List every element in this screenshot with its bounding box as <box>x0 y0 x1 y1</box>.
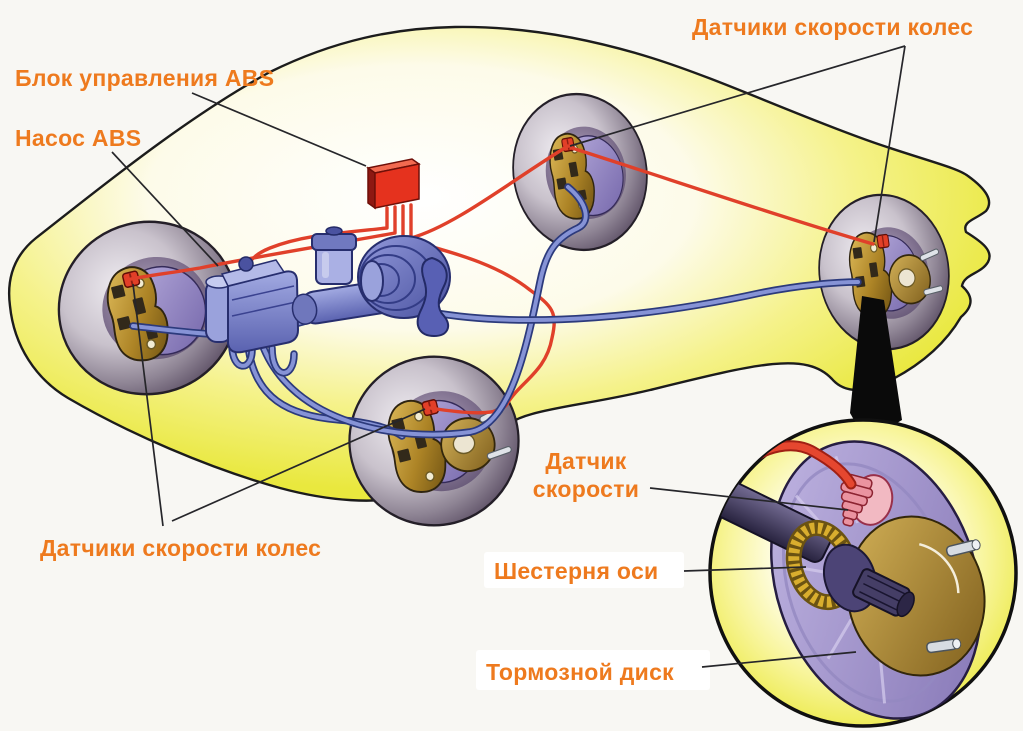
inset-wheel-stud <box>926 638 962 654</box>
leader-pump <box>111 151 219 267</box>
label-box-gear <box>484 552 684 588</box>
leader-inset-gear <box>683 566 807 572</box>
leader-inset-disc <box>701 651 857 668</box>
label-inset-sensor-line2: скорости <box>533 476 639 502</box>
label-abs-pump: Насос ABS <box>15 125 141 151</box>
brake-lines <box>129 183 862 440</box>
booster-bracket <box>416 256 450 338</box>
inset-spline-shaft <box>852 568 915 618</box>
label-inset-sensor-line1: Датчик <box>545 448 626 474</box>
label-wheel-speed-sensors-front: Датчики скорости колес <box>40 535 321 561</box>
abs-pump-unit <box>205 256 300 354</box>
wire-rear-left-sensor <box>409 144 570 240</box>
label-box-disc <box>476 650 710 690</box>
leader-control-unit <box>191 92 367 167</box>
wire-rear-right-sensor <box>570 146 875 246</box>
leader-inset-sensor <box>649 487 849 511</box>
abs-control-unit-box <box>366 158 421 210</box>
label-inset-axle-gear: Шестерня оси <box>494 558 658 584</box>
leader-front-sensor-left <box>132 283 164 527</box>
inset-wheel-stud <box>945 539 981 557</box>
leader-front-sensor-right <box>171 408 426 522</box>
label-inset-brake-disc: Тормозной диск <box>486 659 674 685</box>
label-wheel-speed-sensors-rear: Датчики скорости колес <box>692 14 973 40</box>
magnifier-wedge <box>850 296 902 441</box>
wire-front-left-sensor <box>129 205 397 281</box>
leader-rear-sensor-left <box>569 45 906 147</box>
inset-detail <box>708 418 1018 728</box>
label-abs-control-unit: Блок управления ABS <box>15 65 274 91</box>
leader-rear-sensor-right <box>873 45 906 243</box>
